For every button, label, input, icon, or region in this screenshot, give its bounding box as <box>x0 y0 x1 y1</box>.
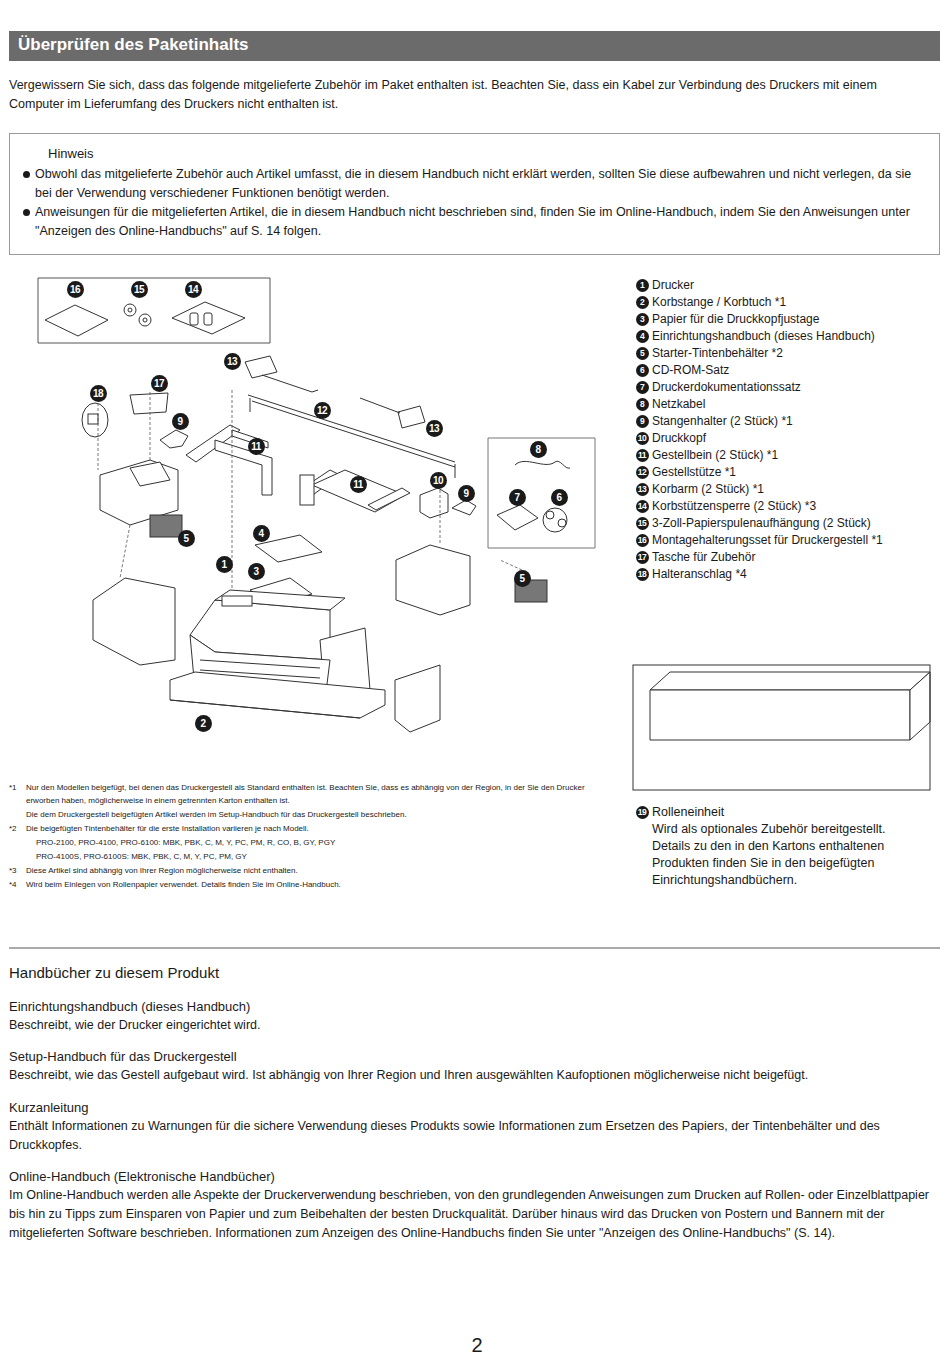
text-label: Starter-Tintenbehälter *2 <box>652 345 942 362</box>
text-label: Korbstützensperre (2 Stück) *3 <box>652 498 942 515</box>
callout-number: 1 <box>216 556 233 573</box>
text-label: Korbarm (2 Stück) *1 <box>652 481 942 498</box>
page-number: 2 <box>462 1333 492 1357</box>
text-label: Online-Handbuch (Elektronische Handbüche… <box>9 1167 909 1186</box>
list-number: 3 <box>636 313 649 326</box>
text-label: Kurzanleitung <box>9 1098 909 1117</box>
callout-number: 13 <box>426 420 443 437</box>
callout-number: 8 <box>530 441 547 458</box>
text-label: Gestellstütze *1 <box>652 464 942 481</box>
text-label: Setup-Handbuch für das Druckergestell <box>9 1047 909 1066</box>
list-number: 7 <box>636 381 649 394</box>
text-label: PRO-4100S, PRO-6100S: MBK, PBK, C, M, Y,… <box>36 850 596 863</box>
text-label: 3-Zoll-Papierspulenaufhängung (2 Stück) <box>652 515 942 532</box>
list-number: 16 <box>636 534 649 547</box>
note-heading-row: Hinweis <box>22 144 925 163</box>
text-label: *2 <box>9 822 25 835</box>
text-label: Enthält Informationen zu Warnungen für d… <box>9 1117 939 1155</box>
text-label: Halteranschlag *4 <box>652 566 942 583</box>
list-number: 19 <box>636 806 649 819</box>
callout-number: 7 <box>509 489 526 506</box>
text-label: Netzkabel <box>652 396 942 413</box>
page-title: Überprüfen des Paketinhalts <box>18 35 249 55</box>
bullet-dot <box>23 171 30 178</box>
list-number: 13 <box>636 483 649 496</box>
note-heading: Hinweis <box>22 144 925 163</box>
text-label: Gestellbein (2 Stück) *1 <box>652 447 942 464</box>
callout-number: 17 <box>151 375 168 392</box>
callout-number: 11 <box>248 438 265 455</box>
list-number: 12 <box>636 466 649 479</box>
list-number: 4 <box>636 330 649 343</box>
note-bullet-row: Anweisungen für die mitgelieferten Artik… <box>22 203 925 241</box>
text-label: Beschreibt, wie das Gestell aufgebaut wi… <box>9 1066 939 1085</box>
list-number: 11 <box>636 449 649 462</box>
text-label: *1 <box>9 781 25 794</box>
text-label: Wird als optionales Zubehör bereitgestel… <box>652 821 892 889</box>
text-label: *4 <box>9 878 25 891</box>
callout-number: 12 <box>314 402 331 419</box>
list-number: 5 <box>636 347 649 360</box>
text-label: PRO-2100, PRO-4100, PRO-6100: MBK, PBK, … <box>36 836 596 849</box>
callout-number: 10 <box>430 472 447 489</box>
list-number: 15 <box>636 517 649 530</box>
text-label: Stangenhalter (2 Stück) *1 <box>652 413 942 430</box>
text-label: Vergewissern Sie sich, dass das folgende… <box>9 76 934 114</box>
callout-number: 14 <box>185 281 202 298</box>
note-bullet-text: Obwohl das mitgelieferte Zubehör auch Ar… <box>22 165 925 203</box>
list-number: 9 <box>636 415 649 428</box>
callout-number: 16 <box>67 281 84 298</box>
callout-number: 5 <box>178 530 195 547</box>
text-label: CD-ROM-Satz <box>652 362 942 379</box>
callout-number: 11 <box>350 476 367 493</box>
callout-number: 13 <box>224 353 241 370</box>
text-label: Rolleneinheit <box>652 804 922 821</box>
text-label: Handbücher zu diesem Produkt <box>9 963 609 983</box>
text-label: Wird beim Einlegen von Rollenpapier verw… <box>26 878 596 891</box>
text-label: Beschreibt, wie der Drucker eingerichtet… <box>9 1016 939 1035</box>
text-label: Einrichtungshandbuch (dieses Handbuch) <box>652 328 942 345</box>
text-label: Druckerdokumentationssatz <box>652 379 942 396</box>
text-label: Drucker <box>652 277 942 294</box>
bullet-dot <box>23 209 30 216</box>
title-band: Überprüfen des Paketinhalts <box>9 31 940 61</box>
note-box: HinweisObwohl das mitgelieferte Zubehör … <box>9 133 940 255</box>
callout-number: 4 <box>253 525 270 542</box>
callout-number: 3 <box>248 563 265 580</box>
note-bullet-row: Obwohl das mitgelieferte Zubehör auch Ar… <box>22 165 925 203</box>
text-label: Korbstange / Korbtuch *1 <box>652 294 942 311</box>
callout-number: 18 <box>90 385 107 402</box>
callout-number: 9 <box>458 485 475 502</box>
list-number: 2 <box>636 296 649 309</box>
list-number: 14 <box>636 500 649 513</box>
list-number: 8 <box>636 398 649 411</box>
list-number: 6 <box>636 364 649 377</box>
callout-number: 2 <box>195 715 212 732</box>
text-label: Im Online-Handbuch werden alle Aspekte d… <box>9 1186 943 1243</box>
text-label: Nur den Modellen beigefügt, bei denen da… <box>26 781 596 807</box>
text-label: *3 <box>9 864 25 877</box>
text-label: Die dem Druckergestell beigefügten Artik… <box>26 808 596 821</box>
text-label: Tasche für Zubehör <box>652 549 942 566</box>
list-number: 17 <box>636 551 649 564</box>
text-label: Die beigefügten Tintenbehälter für die e… <box>26 822 596 835</box>
callout-number: 9 <box>172 413 189 430</box>
text-label: Einrichtungshandbuch (dieses Handbuch) <box>9 997 909 1016</box>
text-label: Diese Artikel sind abhängig von Ihrer Re… <box>26 864 596 877</box>
callout-number: 5 <box>514 570 531 587</box>
note-bullet-text: Anweisungen für die mitgelieferten Artik… <box>22 203 925 241</box>
list-number: 1 <box>636 279 649 292</box>
list-number: 18 <box>636 568 649 581</box>
text-label: Druckkopf <box>652 430 942 447</box>
list-number: 10 <box>636 432 649 445</box>
text-label: Montagehalterungsset für Druckergestell … <box>652 532 942 549</box>
callout-number: 15 <box>131 281 148 298</box>
callout-number: 6 <box>551 489 568 506</box>
text-label: Papier für die Druckkopfjustage <box>652 311 942 328</box>
